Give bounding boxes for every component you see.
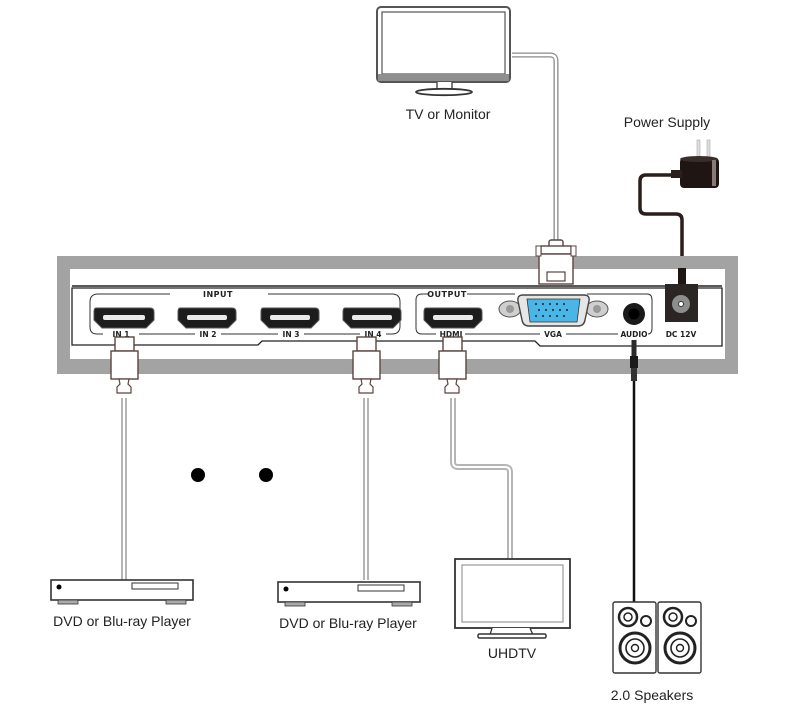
port-label-audio: AUDIO	[620, 330, 647, 339]
tv-monitor-label: TV or Monitor	[406, 106, 491, 122]
speakers-label: 2.0 Speakers	[611, 687, 694, 703]
uhdtv-icon	[454, 558, 571, 639]
port-label-hdmi: HDMI	[440, 330, 463, 339]
audio-plug-icon	[630, 340, 638, 381]
port-label-vga: VGA	[544, 330, 562, 339]
more-devices-ellipsis	[191, 468, 273, 482]
hdmi-plug-in1	[110, 336, 139, 394]
dvd-player-icon-2	[277, 581, 421, 607]
hdmi-plug-out	[438, 336, 467, 394]
dc-plug-icon	[678, 268, 686, 284]
port-label-in4: IN 4	[365, 330, 382, 339]
port-label-dc: DC 12V	[666, 330, 697, 339]
hdmi-port-in1	[93, 307, 155, 329]
input-group-label: INPUT	[203, 290, 233, 299]
dc-power-jack	[665, 284, 698, 322]
tv-monitor-icon	[376, 6, 511, 97]
vga-port	[498, 294, 609, 327]
port-label-in2: IN 2	[200, 330, 217, 339]
audio-jack	[623, 303, 645, 325]
hdmi-plug-in4	[352, 336, 381, 394]
output-group-label: OUTPUT	[427, 290, 467, 299]
speakers-icon	[612, 601, 702, 674]
power-cable	[638, 173, 684, 270]
power-supply-label: Power Supply	[624, 114, 710, 130]
dvd-player-label-1: DVD or Blu-ray Player	[53, 613, 191, 629]
uhdtv-label: UHDTV	[488, 645, 537, 661]
port-label-in1: IN 1	[113, 330, 130, 339]
power-adapter-icon	[671, 139, 719, 188]
vga-plug-icon	[535, 239, 577, 285]
hdmi-port-out	[423, 307, 483, 329]
hdmi-port-in3	[260, 307, 320, 329]
hdmi-cable-out	[450, 398, 513, 560]
hdmi-port-in4	[342, 307, 402, 329]
output-group: OUTPUT	[415, 290, 653, 335]
dvd-player-label-2: DVD or Blu-ray Player	[279, 615, 417, 631]
vga-cable	[512, 52, 559, 242]
dvd-player-icon-1	[50, 579, 194, 605]
port-label-in3: IN 3	[283, 330, 300, 339]
hdmi-port-in2	[177, 307, 237, 329]
